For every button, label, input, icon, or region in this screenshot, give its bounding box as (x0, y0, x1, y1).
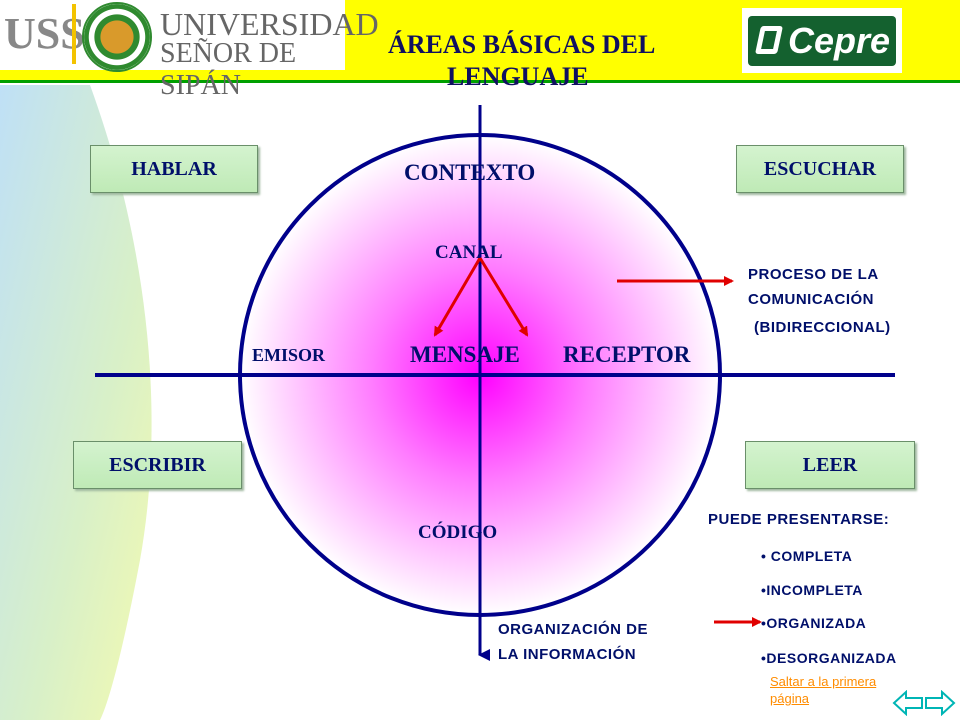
cepre-text: Cepre (788, 20, 891, 61)
codigo-label: CÓDIGO (418, 522, 498, 543)
uss-mark: USS (4, 9, 85, 58)
uss-logo: USS UNIVERSIDAD SEÑOR DE SIPÁN (0, 0, 379, 101)
puede-presentarse: PUEDE PRESENTARSE: (708, 511, 890, 528)
receptor-label: RECEPTOR (563, 342, 691, 367)
list-item: • COMPLETA (761, 548, 853, 564)
canal-arrow-right (478, 257, 529, 337)
escribir-box: ESCRIBIR (73, 441, 242, 489)
next-arrow-icon[interactable] (924, 690, 956, 716)
title-line1: ÁREAS BÁSICAS DEL (388, 30, 656, 59)
organizacion-line2: LA INFORMACIÓN (498, 646, 637, 663)
prev-arrow-icon[interactable] (892, 690, 924, 716)
first-page-link-line1: Saltar a la primera (770, 674, 877, 689)
leer-box: LEER (745, 441, 915, 489)
organizacion-line1: ORGANIZACIÓN DE (498, 621, 648, 638)
emisor-label: EMISOR (252, 345, 326, 365)
list-item: •ORGANIZADA (761, 615, 867, 631)
hablar-box: HABLAR (90, 145, 258, 193)
first-page-link-line2: página (770, 691, 810, 706)
list-item: •INCOMPLETA (761, 582, 863, 598)
uss-name-line1: UNIVERSIDAD (160, 6, 379, 42)
mensaje-label: MENSAJE (410, 342, 520, 367)
canal-arrow-left (433, 257, 482, 337)
uss-name-line2: SEÑOR DE SIPÁN (160, 38, 297, 101)
contexto-label: CONTEXTO (404, 160, 536, 185)
university-seal-icon (82, 2, 152, 72)
cepre-logo: Cepre (742, 8, 902, 73)
proceso-line3: (BIDIRECCIONAL) (754, 319, 891, 336)
first-page-link[interactable]: Saltar a la primera página (770, 673, 876, 707)
title-line2: LENGUAJE (447, 62, 589, 91)
proceso-line2: COMUNICACIÓN (748, 291, 874, 308)
canal-label: CANAL (435, 242, 503, 263)
proceso-line1: PROCESO DE LA (748, 266, 879, 283)
escuchar-box: ESCUCHAR (736, 145, 904, 193)
list-item: •DESORGANIZADA (761, 650, 897, 666)
